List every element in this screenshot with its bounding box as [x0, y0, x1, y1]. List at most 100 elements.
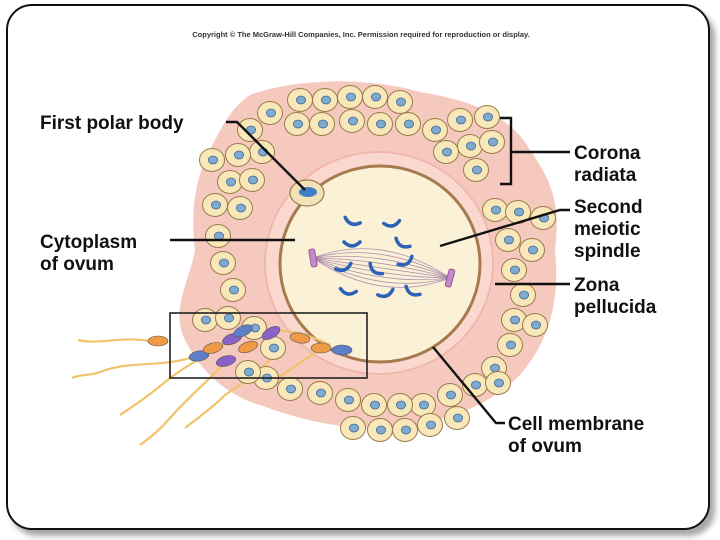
follicle-cell: [217, 170, 243, 194]
sperm-head: [233, 324, 253, 338]
follicle-cell: [312, 88, 338, 112]
follicle-cell: [335, 388, 361, 412]
follicle-cell: [437, 383, 463, 407]
follicle-cell: [447, 108, 473, 132]
follicle-cell: [239, 168, 265, 192]
follicle-cell: [202, 193, 228, 217]
label-cell-membrane: Cell membrane of ovum: [508, 414, 650, 457]
sperm-head: [147, 335, 169, 347]
spindle-fiber: [312, 248, 451, 279]
sperm-heads: [147, 324, 353, 367]
follicle-cell: [210, 251, 236, 275]
follicle-cell: [485, 371, 511, 395]
follicle-cell: [309, 112, 335, 136]
follicle-cell: [501, 308, 527, 332]
follicle-cell: [433, 140, 459, 164]
spindle-fiber: [312, 252, 451, 279]
label-cytoplasm: Cytoplasm of ovum: [40, 232, 142, 275]
sperm-head: [289, 332, 311, 344]
follicle-cell: [522, 313, 548, 337]
label-zona-pellucida: Zona pellucida: [574, 275, 657, 318]
spindle-fiber: [312, 257, 451, 279]
follicle-cell: [277, 377, 303, 401]
follicle-cell: [367, 418, 393, 442]
chromosomes: [334, 215, 422, 299]
follicle-cell: [339, 109, 365, 133]
follicle-cell: [501, 258, 527, 282]
sperm-head: [188, 350, 210, 362]
follicle-cell: [479, 130, 505, 154]
follicle-cell: [257, 101, 283, 125]
follicle-cell: [227, 196, 253, 220]
chromosome: [382, 218, 402, 228]
follicle-cell: [199, 148, 225, 172]
follicle-cell: [519, 238, 545, 262]
follicle-cell: [192, 308, 218, 332]
follicle-cell: [220, 278, 246, 302]
follicle-cell: [362, 85, 388, 109]
follicle-cell: [410, 393, 436, 417]
follicle-cell: [462, 373, 488, 397]
follicle-cell: [495, 228, 521, 252]
follicle-cell: [260, 336, 286, 360]
follicle-cell: [392, 418, 418, 442]
corona-bracket: [500, 116, 570, 186]
follicle-cell: [225, 143, 251, 167]
sperm-head: [310, 342, 332, 354]
sperm-tail: [139, 354, 233, 446]
chromosome: [342, 240, 362, 248]
label-corona-radiata: Corona radiata: [574, 143, 646, 186]
chromosome: [396, 254, 414, 267]
sperm-head: [238, 340, 258, 354]
chromosome: [368, 261, 385, 276]
chromosome: [376, 287, 395, 299]
follicle-cell: [463, 158, 489, 182]
follicle-cell: [249, 140, 275, 164]
sperm-tail: [71, 355, 194, 380]
follicle-cell: [367, 112, 393, 136]
follicle-cell: [205, 224, 231, 248]
follicle-cell: [482, 198, 508, 222]
sperm-highlight-box: [169, 312, 368, 379]
follicle-cell: [444, 406, 470, 430]
sperm-head: [202, 342, 224, 354]
follicle-cell: [361, 393, 387, 417]
chromosome: [404, 284, 422, 297]
chromosome: [394, 236, 412, 249]
spindle-fiber: [312, 255, 451, 279]
leader-cell-membrane: [432, 346, 505, 425]
follicle-cell: [337, 85, 363, 109]
follicle-cell: [457, 134, 483, 158]
sperm-tail: [77, 338, 151, 343]
follicle-cell: [387, 393, 413, 417]
chromosome: [338, 286, 358, 296]
follicle-cell: [497, 333, 523, 357]
spindle-poles: [308, 248, 456, 288]
follicle-cell: [395, 112, 421, 136]
sperm-head: [331, 344, 353, 356]
follicle-cell: [307, 381, 333, 405]
leader-first-polar-body: [226, 120, 306, 191]
first-polar-body: [289, 179, 325, 207]
label-second-meiotic-spindle: Second meiotic spindle: [574, 197, 648, 262]
spindle-fiber: [312, 257, 451, 281]
follicle-cell: [237, 118, 263, 142]
spindle-fiber: [312, 257, 451, 279]
follicle-cell: [474, 105, 500, 129]
leader-second-spindle: [439, 208, 570, 248]
copyright-text: Copyright © The McGraw-Hill Companies, I…: [192, 30, 530, 39]
label-first-polar-body: First polar body: [40, 113, 184, 134]
spindle-fiber: [312, 257, 451, 288]
spindle-pole: [308, 248, 318, 268]
follicle-cell: [510, 283, 536, 307]
spindle-pole: [444, 268, 456, 288]
follicle-cell: [235, 360, 261, 384]
spindle-fiber: [312, 257, 451, 284]
follicle-cell: [422, 118, 448, 142]
sperm-head: [215, 355, 237, 367]
follicle-cell: [215, 306, 241, 330]
follicle-cell: [417, 413, 443, 437]
chromosome: [343, 215, 362, 227]
